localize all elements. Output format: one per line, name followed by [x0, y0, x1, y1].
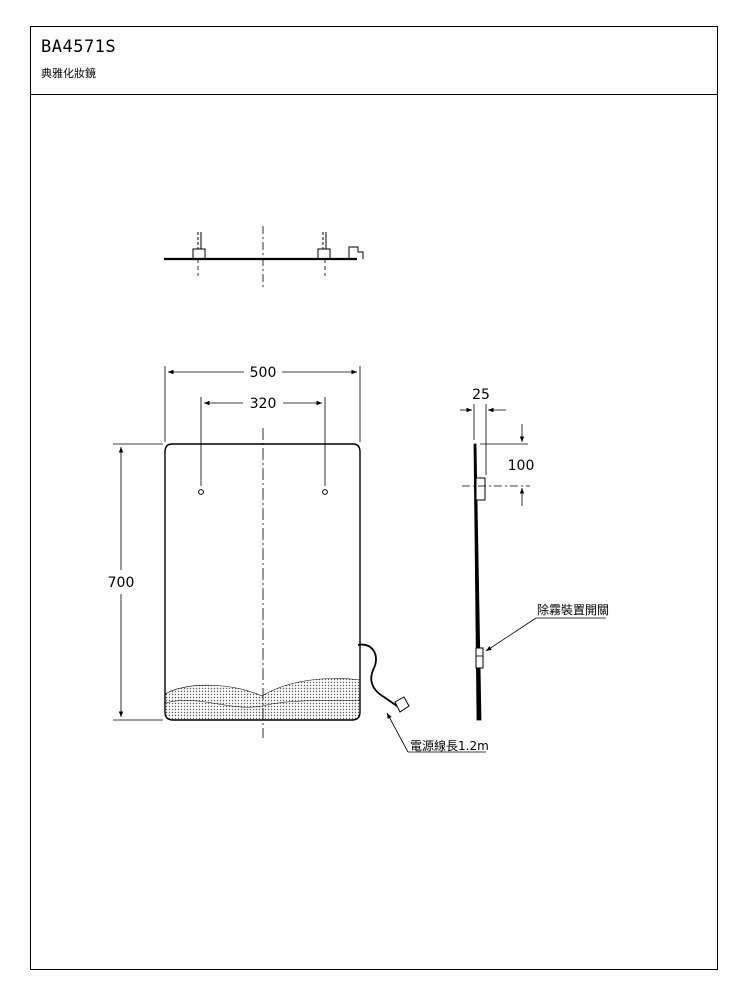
title-block: BA4571S 典雅化妝鏡: [31, 27, 717, 95]
mounting-hole-left: [198, 489, 204, 495]
dim-hole-spacing: [200, 397, 326, 486]
dim-hole-offset-label: 100: [508, 458, 535, 474]
cord-leader: [386, 712, 486, 753]
mounting-hole-right: [322, 489, 328, 495]
dim-height: [113, 443, 163, 721]
dim-thickness-label: 25: [472, 387, 490, 403]
fog-area: [164, 678, 361, 721]
drawing-sheet: BA4571S 典雅化妝鏡: [30, 26, 718, 970]
dim-hole-offset: [480, 424, 528, 506]
defog-switch-label: 除霧裝置開關: [537, 602, 609, 617]
mirror-outline: [164, 443, 361, 721]
dim-hole-spacing-label: 320: [250, 396, 277, 412]
power-cord: [357, 643, 398, 707]
dim-width: [164, 366, 361, 442]
model-number: BA4571S: [41, 37, 117, 57]
defog-leader: [485, 617, 606, 652]
dim-thickness: [460, 404, 506, 475]
dim-height-label: 700: [108, 575, 135, 591]
cord-length-label: 電源線長1.2m: [410, 738, 489, 753]
side-view: [462, 443, 530, 721]
front-view: [164, 428, 410, 738]
product-name: 典雅化妝鏡: [41, 67, 96, 80]
top-view: [164, 226, 364, 290]
dim-width-label: 500: [250, 365, 277, 381]
